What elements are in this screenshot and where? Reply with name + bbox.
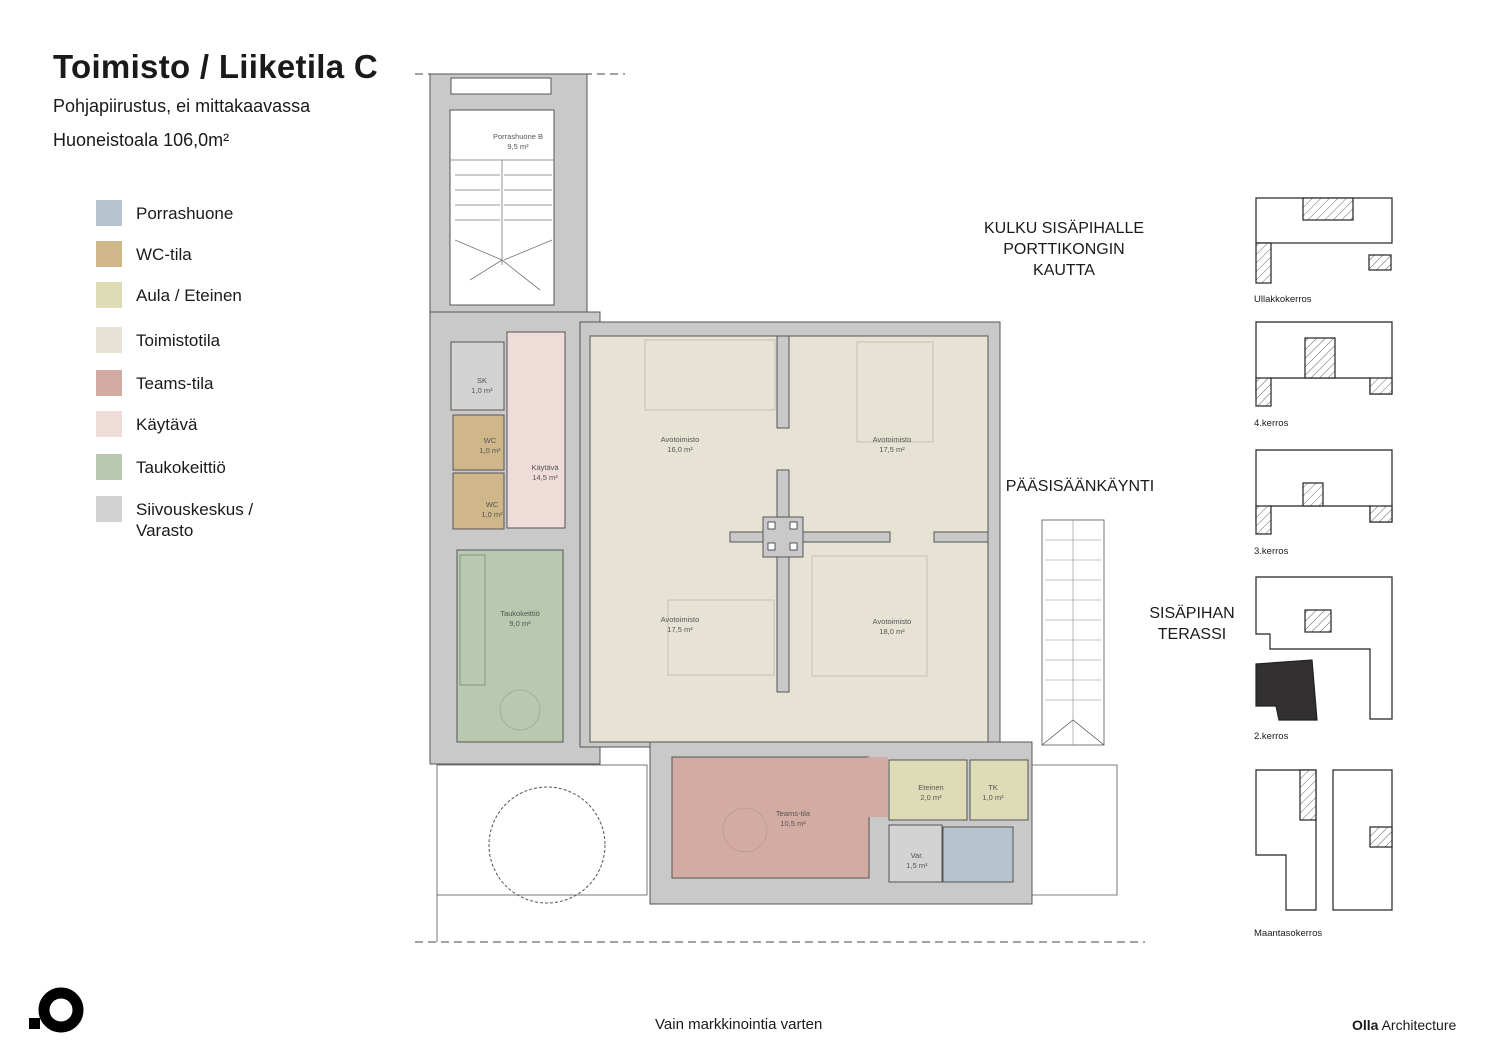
wc-room-1: [452, 414, 505, 471]
key-plan-label: Maantasokerros: [1254, 928, 1323, 939]
legend-item: Teams-tila: [96, 370, 276, 396]
legend-item: Taukokeittiö: [96, 454, 276, 480]
legend-label: Toimistotila: [136, 331, 221, 350]
furniture: [459, 339, 934, 853]
floor-area: Huoneistoala 106,0m²: [53, 130, 230, 150]
brand-bold: Olla: [1352, 1017, 1379, 1033]
key-plan-label: Ullakkokerros: [1254, 294, 1312, 305]
brand-rest: Architecture: [1381, 1017, 1457, 1033]
page-title: Toimisto / Liiketila C: [53, 48, 379, 85]
legend-item: Käytävä: [96, 411, 276, 437]
legend-swatch: [96, 370, 122, 396]
legend-item: WC-tila: [96, 241, 276, 267]
teams-room: [671, 756, 870, 879]
legend-swatch: [96, 411, 122, 437]
taukokeittio-room: [456, 549, 564, 743]
eteinen-room: [888, 759, 968, 821]
legend-label: WC-tila: [136, 245, 192, 264]
legend-item: Aula / Eteinen: [96, 282, 276, 308]
legend-item: Toimistotila: [96, 327, 276, 353]
legend-swatch: [96, 454, 122, 480]
key-plans: [1255, 197, 1393, 911]
legend-label: Teams-tila: [136, 374, 214, 393]
olla-logo: [29, 987, 84, 1033]
lower-stair: [942, 826, 1014, 883]
legend-label: Porrashuone: [136, 204, 234, 223]
key-plan-label: 3.kerros: [1254, 546, 1289, 557]
wc-room-2: [452, 472, 505, 530]
legend-swatch: [96, 496, 122, 522]
subtitle: Pohjapiirustus, ei mittakaavassa: [53, 96, 311, 116]
legend-label: Taukokeittiö: [136, 458, 226, 477]
legend-swatch: [96, 241, 122, 267]
legend-label: Siivouskeskus / Varasto: [136, 500, 254, 540]
tk-room: [969, 759, 1029, 821]
brand: Olla Architecture: [1352, 1017, 1456, 1033]
key-plan-label: 4.kerros: [1254, 418, 1289, 429]
legend-swatch: [96, 327, 122, 353]
entrance-stairs: [1045, 520, 1101, 745]
annotation-paasisaankaynti: PÄÄSISÄÄNKÄYNTI: [1005, 478, 1155, 495]
legend-item: Porrashuone: [96, 200, 276, 226]
legend-swatch: [96, 200, 122, 226]
legend-item: Siivouskeskus / Varasto: [96, 496, 276, 541]
key-plan-label: 2.kerros: [1254, 731, 1289, 742]
sk-room: [450, 341, 505, 411]
room-label-var: Var.1,5 m²: [906, 851, 928, 870]
legend-label: Aula / Eteinen: [136, 286, 242, 305]
stairs: [450, 159, 554, 291]
kaytava-room: [506, 331, 566, 529]
tree-icon: [488, 786, 606, 904]
legend-label: Käytävä: [136, 415, 198, 434]
footer-note: Vain markkinointia varten: [655, 1016, 823, 1033]
var-room: [888, 824, 943, 883]
legend-swatch: [96, 282, 122, 308]
